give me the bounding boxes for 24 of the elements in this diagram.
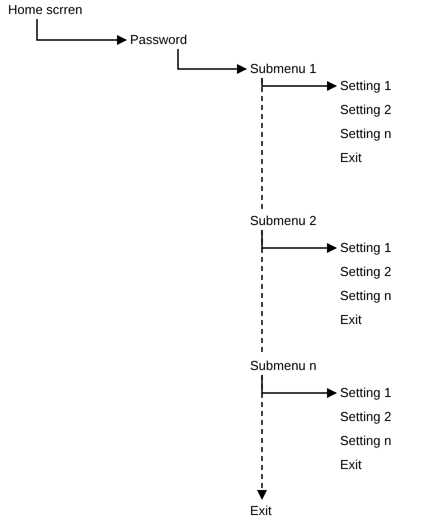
menu-label: Submenu 1: [250, 61, 316, 77]
menu-item-label: Setting 2: [340, 264, 392, 280]
menu-label: Home scrren: [8, 2, 82, 18]
menu-label: Submenu 2: [250, 213, 316, 229]
menu-item-label: Exit: [340, 312, 362, 328]
menu-item-label: Setting n: [340, 433, 392, 449]
menu-item-label: Exit: [340, 457, 362, 473]
connector-line: [261, 230, 263, 354]
menu-label: Setting 1: [340, 78, 392, 94]
menu-item-label: Setting 2: [340, 102, 392, 118]
arrow: [36, 19, 127, 45]
arrow: [257, 375, 267, 500]
menu-label: Setting 1: [340, 240, 392, 256]
menu-label: Password: [130, 32, 188, 48]
arrow: [261, 78, 337, 91]
menu-label: Exit: [250, 503, 272, 519]
menu-label: Submenu n: [250, 358, 316, 374]
menu-item-label: Setting n: [340, 126, 392, 142]
connector-line: [261, 78, 263, 209]
arrow: [177, 49, 247, 74]
menu-label: Setting 1: [340, 385, 392, 401]
menu-item-label: Setting 2: [340, 409, 392, 425]
menu-item-label: Exit: [340, 150, 362, 166]
menu-item-label: Setting n: [340, 288, 392, 304]
